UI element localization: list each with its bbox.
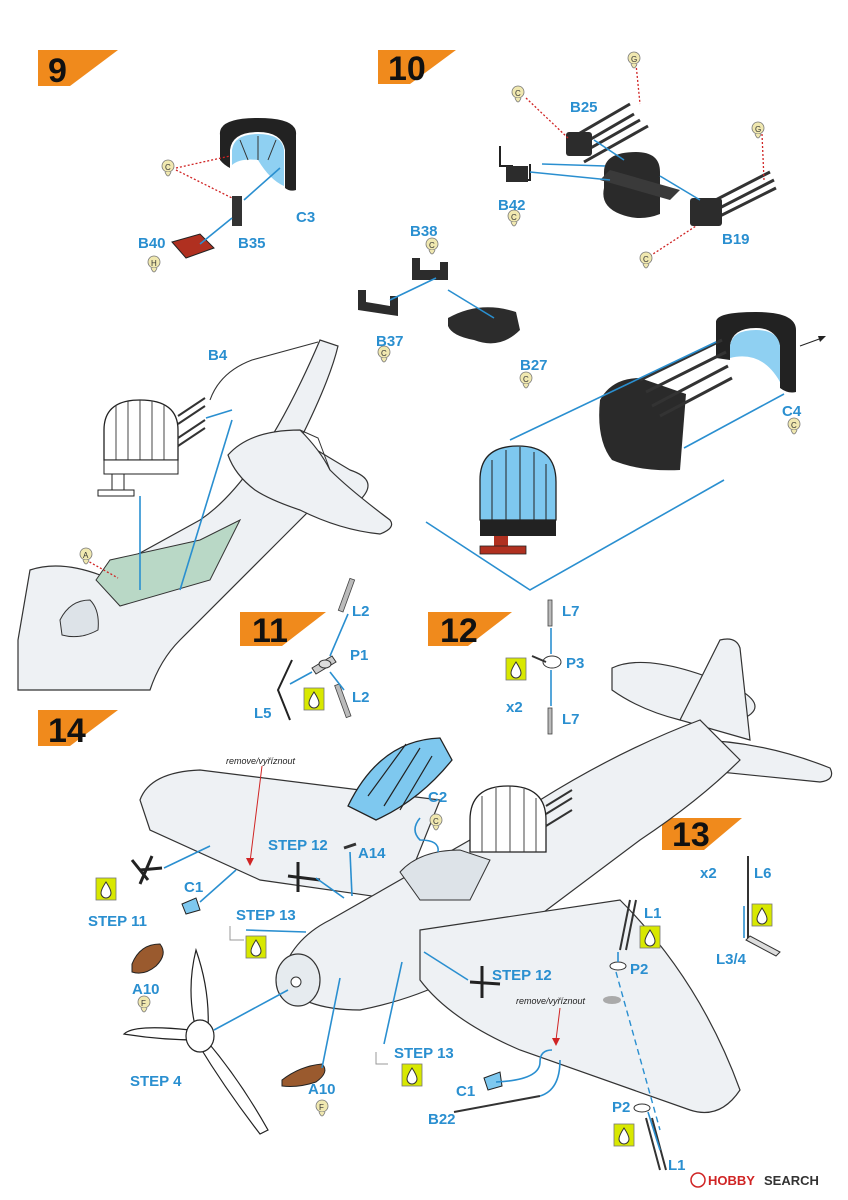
part-label-c2: C2 [428, 789, 447, 806]
step-ref-step12-top: STEP 12 [268, 837, 328, 854]
step-9-fuselage: A B4 [17, 339, 393, 691]
part-label-a10a: A10 [132, 981, 160, 998]
step-14-number: 14 [48, 712, 86, 750]
part-label-c3: C3 [296, 209, 315, 226]
step-12-badge: 12 [428, 612, 512, 650]
part-label-b37: B37 [376, 333, 404, 350]
step-13-number: 13 [672, 816, 710, 854]
step-14-badge: 14 [38, 710, 118, 750]
step-10-assembly: C G G C C B25 B42 B19 C C C B38 B37 B27 [358, 51, 826, 591]
step-13-badge: 13 [662, 816, 742, 854]
step-ref-step4: STEP 4 [130, 1073, 182, 1090]
step-10-badge: 10 [378, 50, 456, 88]
part-label-b40: B40 [138, 235, 166, 252]
part-label-p1: P1 [350, 647, 368, 664]
part-label-b19: B19 [722, 231, 750, 248]
paint-code-9b: H [151, 259, 157, 268]
part-label-l2b: L2 [352, 689, 370, 706]
step-ref-step12-right: STEP 12 [492, 967, 552, 984]
step-13-assembly: L6 L3/4 x2 [700, 856, 781, 968]
paint-code-10c: G [631, 55, 637, 64]
part-label-p2b: P2 [612, 1099, 630, 1116]
step-11-number: 11 [252, 612, 288, 650]
paint-code-10a: C [515, 89, 521, 98]
step-12-number: 12 [440, 612, 478, 650]
part-label-b4: B4 [208, 347, 228, 364]
paint-code-10h: C [523, 375, 529, 384]
watermark-brand: HOBBY [708, 1173, 755, 1188]
part-label-l6: L6 [754, 865, 772, 882]
part-label-b22: B22 [428, 1111, 456, 1128]
watermark: HOBBY SEARCH [690, 1172, 819, 1188]
part-label-b35: B35 [238, 235, 266, 252]
part-label-b38: B38 [410, 223, 438, 240]
part-label-c4: C4 [782, 403, 802, 420]
paint-code-10d: C [429, 241, 435, 250]
part-label-b42: B42 [498, 197, 526, 214]
paint-code-10b: C [511, 213, 517, 222]
part-label-l7a: L7 [562, 603, 580, 620]
part-label-l34: L3/4 [716, 951, 747, 968]
step-10-number: 10 [388, 50, 426, 88]
step-14-aircraft: C C2 STEP 4 STEP 11 C1 remove/vyříznout … [88, 638, 833, 1174]
part-label-l1a: L1 [644, 905, 662, 922]
paint-code-cockpit: A [83, 551, 89, 560]
part-label-c1a: C1 [184, 879, 203, 896]
note-remove-bottom: remove/vyříznout [516, 996, 586, 1006]
paint-code-9a: C [165, 163, 171, 172]
note-remove-top: remove/vyříznout [226, 756, 296, 766]
part-label-p2a: P2 [630, 961, 648, 978]
multiplier-step-13: x2 [700, 865, 717, 882]
part-label-a14: A14 [358, 845, 386, 862]
paint-code-c2: C [433, 817, 439, 826]
paint-code-10i: C [791, 421, 797, 430]
paint-code-10f: G [755, 125, 761, 134]
step-12-assembly: L7 P3 L7 x2 [505, 599, 584, 735]
step-9-badge: 9 [38, 50, 118, 90]
part-label-l2a: L2 [352, 603, 370, 620]
part-label-l7b: L7 [562, 711, 580, 728]
part-label-p3: P3 [566, 655, 584, 672]
step-9-number: 9 [48, 52, 67, 90]
paint-code-a10b: F [319, 1103, 324, 1112]
paint-code-10e: C [381, 349, 387, 358]
part-label-l1b: L1 [668, 1157, 686, 1174]
multiplier-step-12: x2 [506, 699, 523, 716]
part-b35-shape [232, 196, 242, 226]
part-label-b27: B27 [520, 357, 548, 374]
part-b40-shape [171, 233, 215, 259]
step-ref-step11: STEP 11 [88, 913, 147, 930]
watermark-suffix: SEARCH [764, 1173, 819, 1188]
part-label-a10b: A10 [308, 1081, 336, 1098]
part-label-c1b: C1 [456, 1083, 475, 1100]
step-ref-step13-top: STEP 13 [236, 907, 296, 924]
step-9-assembly: C H C3 B35 B40 [138, 118, 315, 273]
part-label-l5: L5 [254, 705, 272, 722]
part-label-b25: B25 [570, 99, 598, 116]
paint-code-10g: C [643, 255, 649, 264]
paint-code-a10a: F [141, 999, 146, 1008]
step-11-badge: 11 [240, 612, 326, 650]
step-ref-step13-bottom: STEP 13 [394, 1045, 454, 1062]
step-11-assembly: L2 P1 L2 L5 [254, 577, 370, 722]
